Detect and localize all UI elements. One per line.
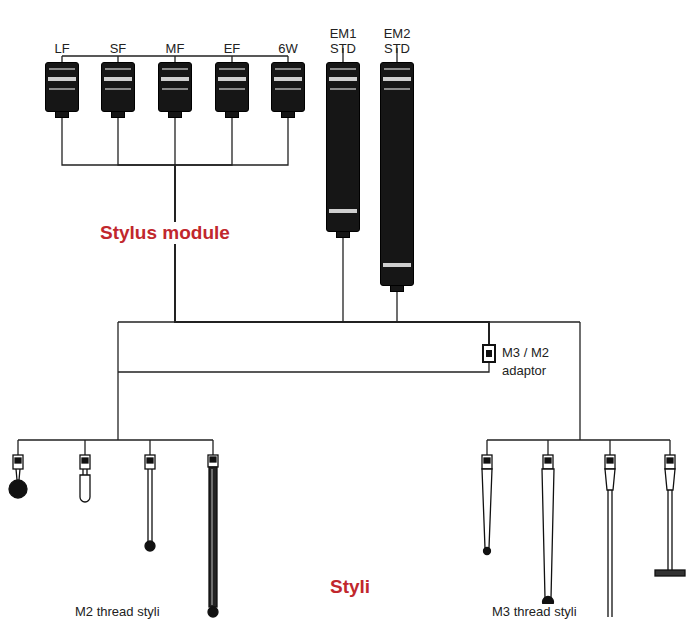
module-stud [336,232,350,238]
module-body [326,62,360,232]
module-band [219,88,245,90]
module-stud [55,112,69,118]
module-band [105,88,131,90]
module-stud [225,112,239,118]
module-band [104,77,132,81]
adaptor-icon [482,344,496,363]
module-band [105,68,131,70]
module-band [275,68,301,70]
module-label: MF [155,41,195,56]
stylus-module: 6W [268,41,308,118]
module-band [329,77,357,81]
stylus-module: SF [98,41,138,118]
module-band [330,68,356,70]
module-band [161,77,189,81]
module-label: 6W [268,41,308,56]
section-heading: Stylus module [98,222,232,244]
module-body [380,62,414,286]
module-band [48,77,76,81]
module-stud [111,112,125,118]
module-stud [281,112,295,118]
connector [397,292,489,344]
module-band [384,88,410,90]
module-band [329,209,357,213]
module-body [101,62,135,112]
module-band [219,68,245,70]
stylus-module: EM2 STD [380,26,414,292]
adaptor: M3 / M2 adaptor [482,344,564,380]
section-heading: Styli [328,576,372,598]
module-band [162,68,188,70]
module-band [218,77,246,81]
module-label: EM1 STD [328,26,358,56]
group-label: M3 thread styli [492,604,577,619]
module-label: SF [98,41,138,56]
module-band [330,88,356,90]
styli-drawings [9,455,685,617]
module-body [271,62,305,112]
stylus-module: MF [155,41,195,118]
module-label: EM2 STD [382,26,412,56]
group-label: M2 thread styli [75,604,160,619]
module-band [275,88,301,90]
module-band [49,68,75,70]
stylus-module: EM1 STD [326,26,360,238]
module-band [274,77,302,81]
module-stud [390,286,404,292]
adaptor-label: M3 / M2 adaptor [502,344,564,380]
module-body [45,62,79,112]
module-band [384,68,410,70]
module-band [383,263,411,267]
stylus-module: LF [42,41,82,118]
connector [343,238,489,344]
module-stud [168,112,182,118]
bus-lines [18,48,670,455]
module-band [383,77,411,81]
module-band [162,88,188,90]
stylus-module: EF [212,41,252,118]
module-label: LF [42,41,82,56]
module-body [215,62,249,112]
module-band [49,88,75,90]
module-body [158,62,192,112]
module-label: EF [212,41,252,56]
connector [62,118,489,344]
adaptor-icon [486,350,492,357]
